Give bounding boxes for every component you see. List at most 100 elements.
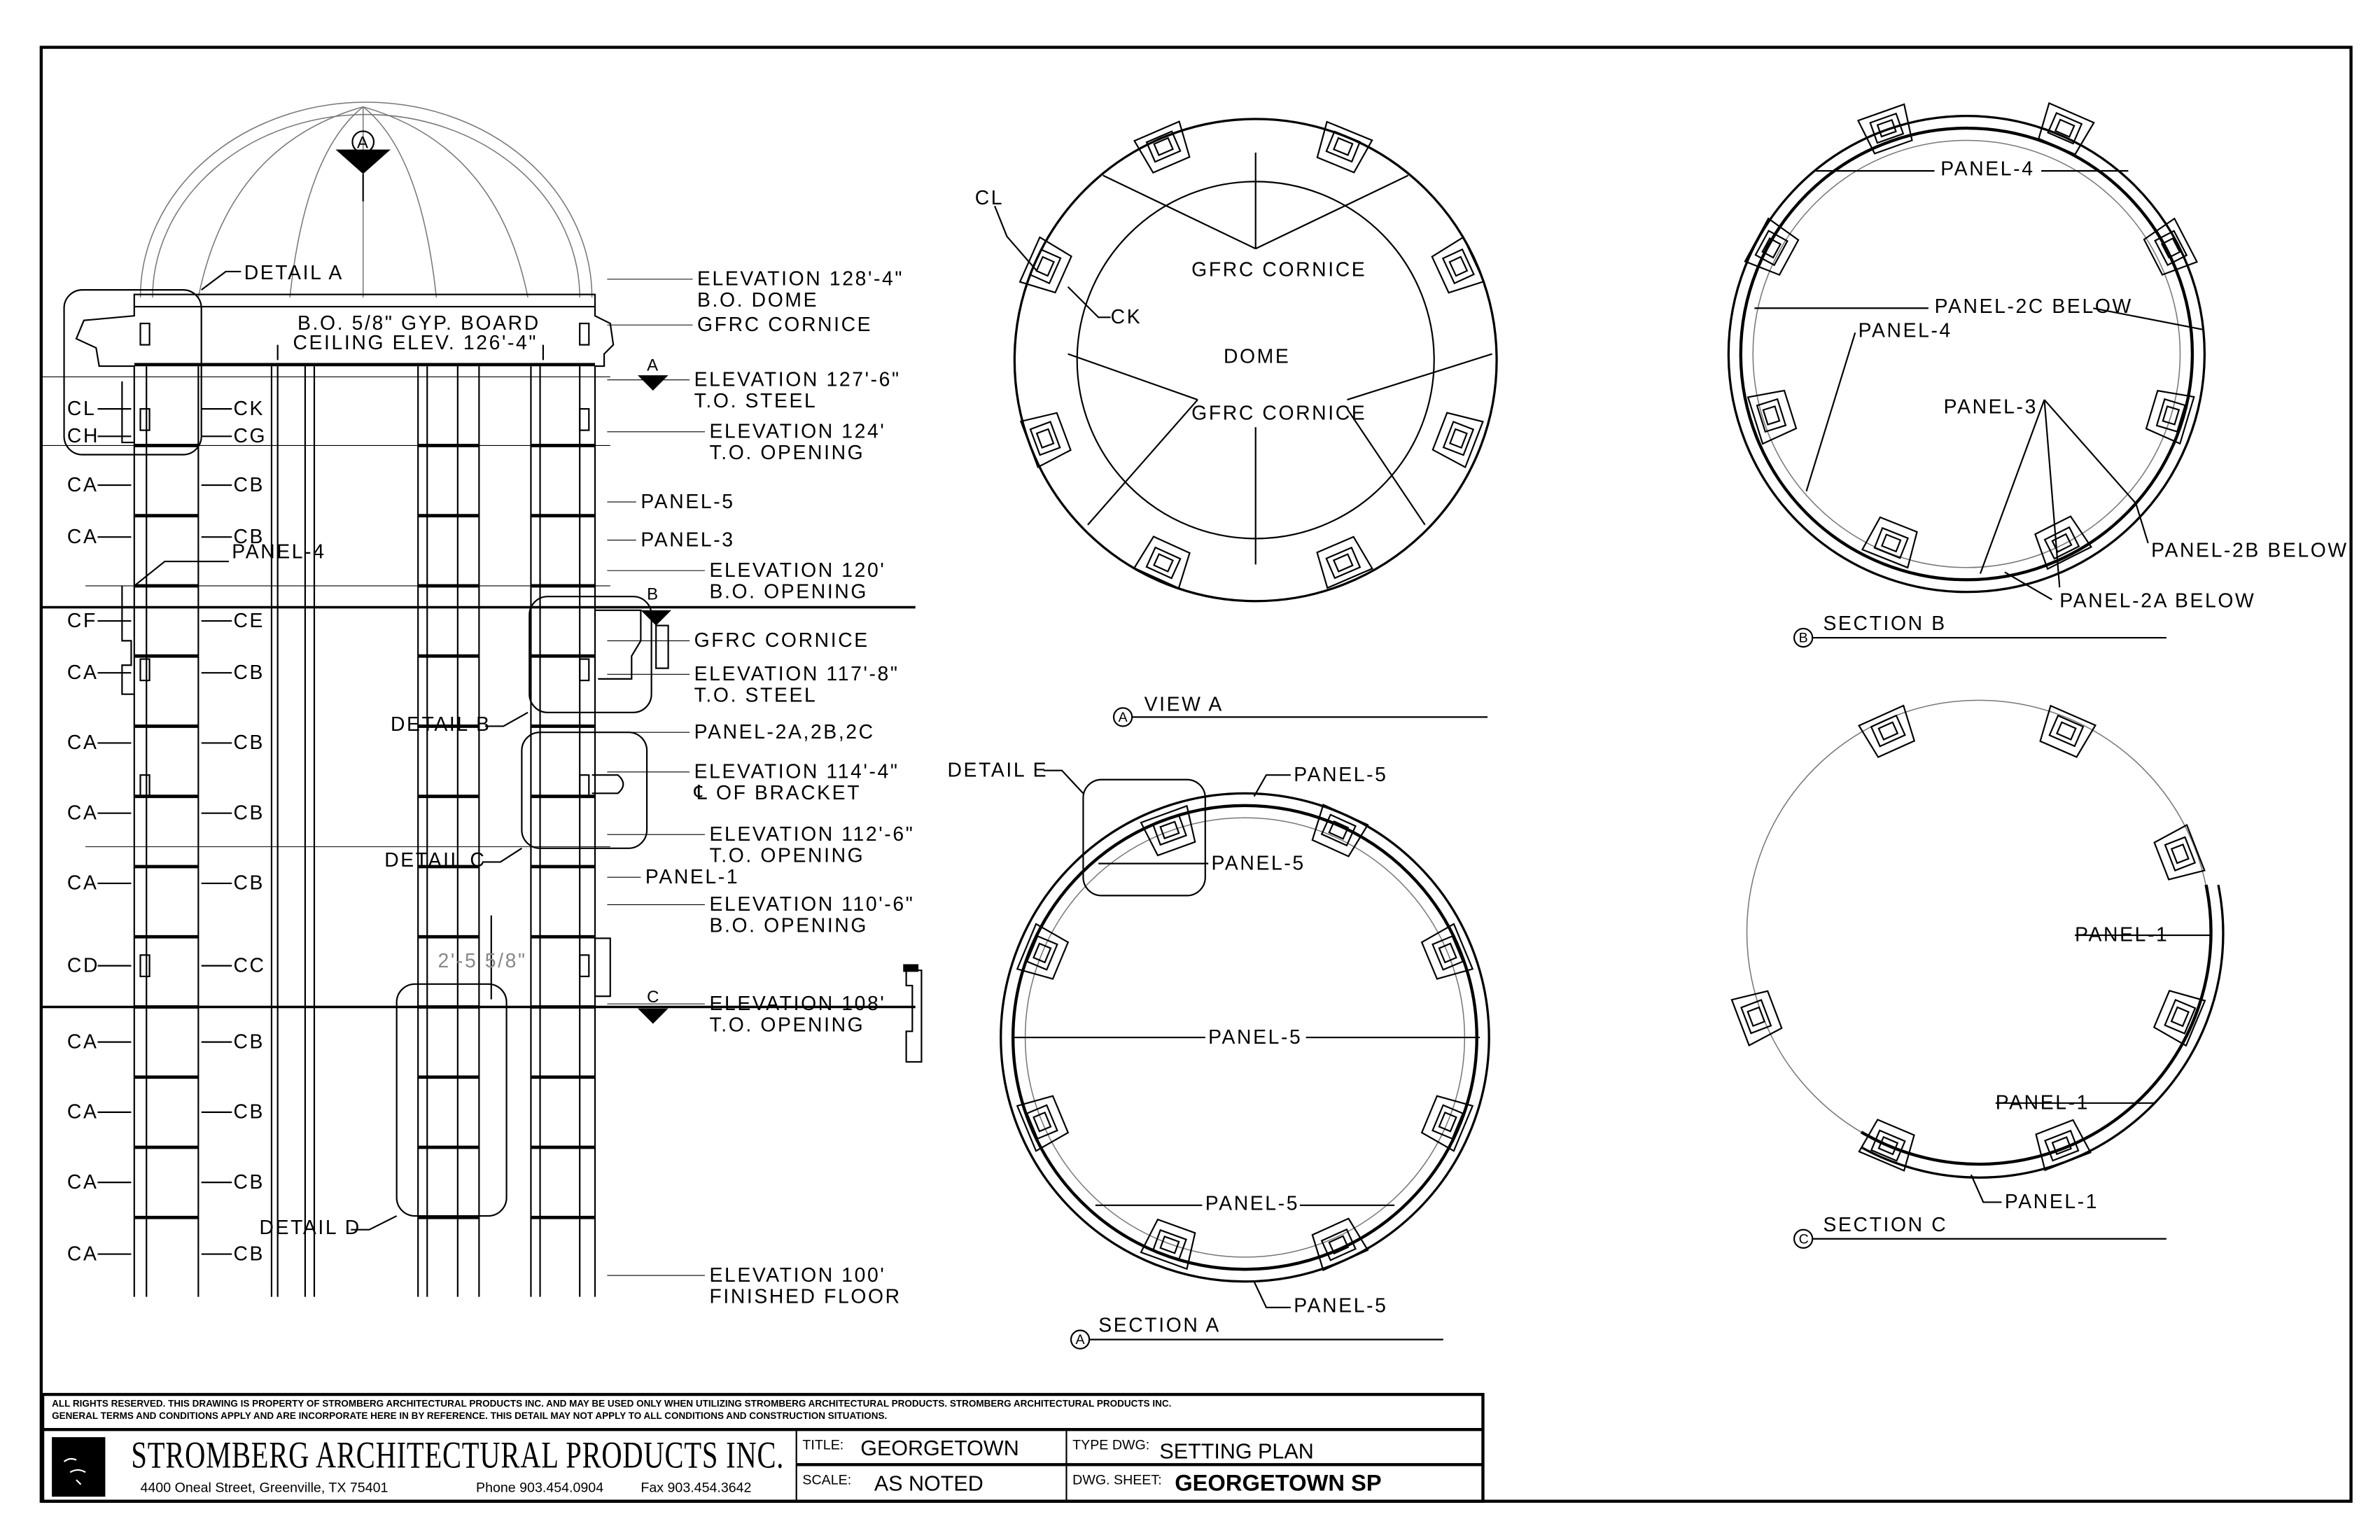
panel-anchor-block: [1420, 1095, 1474, 1152]
piece-label-left: CA: [67, 662, 99, 684]
section-c-label: PANEL-1: [2075, 924, 2169, 946]
elevation-callout: PANEL-3: [640, 528, 734, 551]
dwg-sheet-value: GEORGETOWN SP: [1175, 1469, 1381, 1495]
title-value: GEORGETOWN: [860, 1436, 1019, 1460]
anchor-slot: [579, 774, 590, 797]
piece-label-left: CA: [67, 732, 99, 754]
panel-anchor-block: [1016, 1095, 1070, 1152]
panel-anchor-block: [1140, 804, 1196, 857]
section-a-title: SECTION A: [1098, 1315, 1221, 1337]
detail-c-bubble: [521, 732, 648, 849]
detail-e-label: DETAIL E: [947, 759, 1048, 781]
anchor-slot: [139, 322, 150, 346]
anchor-slot: [139, 658, 150, 682]
elevation-callout-sub: B.O. OPENING: [709, 580, 868, 603]
elevation-callout: ELEVATION 128'-4": [697, 268, 904, 290]
piece-label-right: CB: [233, 1101, 265, 1124]
piece-label-right: CB: [233, 802, 265, 824]
elevation-callout: ELEVATION 100': [709, 1264, 886, 1287]
piece-label-left: CL: [67, 398, 96, 420]
panel-anchor-block: [2143, 217, 2199, 276]
svg-text:A: A: [647, 356, 658, 375]
section-a-label: PANEL-5: [1208, 1026, 1302, 1049]
elevation-drawing: A DETAIL A: [43, 102, 923, 1308]
dimension-label: 2'-5 5/8": [438, 950, 527, 972]
panel-anchor-block: [1420, 923, 1474, 980]
elevation-callout: ELEVATION 120': [709, 559, 886, 582]
elevation-callout-sub: T.O. STEEL: [694, 390, 818, 412]
section-marker-a-side: A: [638, 356, 668, 391]
piece-label-right: CB: [233, 526, 265, 548]
elevation-callout: ELEVATION 112'-6": [709, 823, 914, 846]
piece-label-left: CD: [67, 954, 99, 976]
view-a-dome: DOME: [1224, 346, 1290, 368]
panel-anchor-block: [1431, 236, 1485, 294]
piece-label-left: CF: [67, 610, 97, 632]
piece-label-left: CA: [67, 802, 99, 824]
company-phone: Phone 903.454.0904: [476, 1480, 603, 1496]
svg-text:A: A: [1076, 1332, 1086, 1348]
section-c: PANEL-1 PANEL-1 PANEL-1 C SECTION C: [1730, 699, 2225, 1249]
section-c-label: PANEL-1: [2005, 1191, 2099, 1213]
elevation-callout: ELEVATION 124': [709, 421, 886, 443]
panel-anchor-block: [2035, 1119, 2092, 1172]
scale-label: SCALE:: [802, 1473, 851, 1488]
company-address: 4400 Oneal Street, Greenville, TX 75401: [141, 1480, 388, 1496]
panel-anchor-block: [1858, 704, 1916, 759]
copyright-notice-line2: GENERAL TERMS AND CONDITIONS APPLY AND A…: [52, 1410, 887, 1421]
section-b-label: PANEL-4: [1858, 320, 1952, 342]
panel-anchor-block: [1316, 536, 1373, 589]
detail-c-label: DETAIL C: [384, 849, 486, 872]
piece-label-right: CB: [233, 662, 265, 684]
panel-anchor-block: [1744, 217, 1800, 276]
elevation-callout-sub: FINISHED FLOOR: [709, 1285, 901, 1308]
piece-label-left: CA: [67, 526, 99, 548]
piece-label-left: CA: [67, 474, 99, 496]
panel-anchor-block: [1019, 412, 1072, 468]
ceiling-note-line1: B.O. 5/8" GYP. BOARD: [298, 312, 540, 335]
view-a-ck-label: CK: [1111, 306, 1142, 328]
panel-anchor-block: [1133, 536, 1191, 589]
section-marker-c-side: C: [638, 988, 668, 1024]
detail-d-bubble: [396, 983, 507, 1217]
section-c-title: SECTION C: [1823, 1214, 1947, 1236]
panel-anchor-block: [1016, 923, 1070, 980]
section-a-label: PANEL-5: [1205, 1192, 1299, 1214]
section-b-label: PANEL-2C BELOW: [1935, 295, 2133, 318]
section-marker-label: A: [357, 133, 368, 152]
panel-anchor-block: [2145, 389, 2195, 445]
copyright-notice-line1: ALL RIGHTS RESERVED. THIS DRAWING IS PRO…: [52, 1399, 1171, 1409]
detail-a-bubble: [63, 289, 202, 456]
section-a-label: PANEL-5: [1212, 852, 1306, 874]
view-a-cl-label: CL: [975, 187, 1004, 209]
company-name: STROMBERG ARCHITECTURAL PRODUCTS INC.: [131, 1434, 784, 1476]
section-a-label: PANEL-5: [1294, 764, 1387, 786]
elevation-callout: GFRC CORNICE: [697, 314, 872, 336]
type-dwg-value: SETTING PLAN: [1159, 1440, 1313, 1464]
elevation-callout: GFRC CORNICE: [694, 629, 869, 652]
panel-anchor-block: [1730, 990, 1783, 1046]
panel-anchor-block: [1316, 120, 1373, 174]
detail-b-bubble: [528, 596, 652, 713]
piece-label-right: CB: [233, 732, 265, 754]
section-b: PANEL-4 PANEL-2C BELOW PANEL-4 PANEL-3 P…: [1727, 102, 2346, 648]
detail-d-label: DETAIL D: [260, 1217, 361, 1239]
piece-label-right: CG: [233, 425, 267, 447]
piece-label-right: CB: [233, 1242, 265, 1265]
panel-anchor-block: [1432, 412, 1484, 469]
panel-anchor-block: [2153, 823, 2206, 881]
piece-label-left: CA: [67, 1242, 99, 1265]
anchor-slot: [579, 954, 590, 977]
panel-anchor-block: [1746, 389, 1798, 445]
elevation-callout-sub: ℄ OF BRACKET: [694, 782, 861, 804]
elevation-callout: ELEVATION 127'-6": [694, 368, 901, 391]
piece-label-left: CH: [67, 425, 99, 447]
svg-text:B: B: [1799, 631, 1808, 646]
svg-text:B: B: [647, 585, 658, 604]
elevation-callout: ELEVATION 110'-6": [709, 893, 914, 916]
panel-anchor-block: [1858, 1119, 1915, 1172]
elevation-callout: PANEL-1: [645, 866, 739, 888]
piece-label-left: CA: [67, 1171, 99, 1194]
type-dwg-label: TYPE DWG:: [1072, 1438, 1149, 1453]
section-a-label: PANEL-5: [1294, 1294, 1387, 1317]
